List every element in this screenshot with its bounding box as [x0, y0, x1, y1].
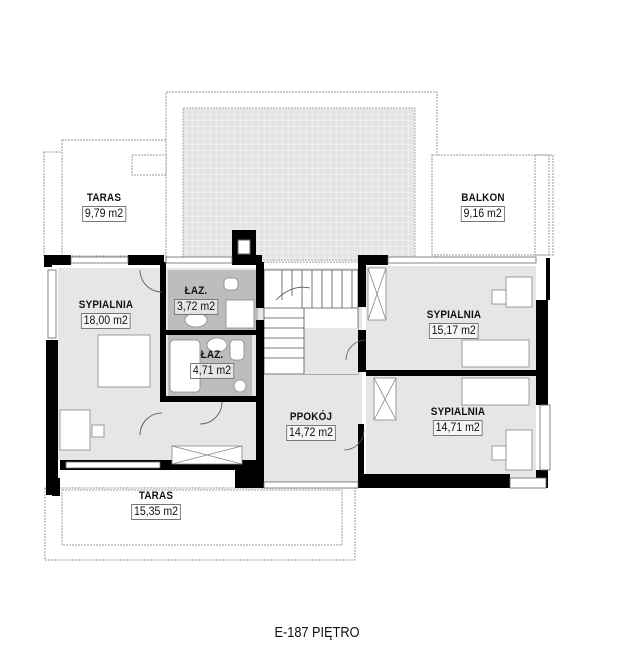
shower — [225, 299, 255, 329]
room-label-taras-nw: TARAS 9,79 m2 — [80, 192, 128, 222]
room-name: SYPIALNIA — [78, 299, 134, 311]
room-name: TARAS — [86, 192, 122, 204]
sink-2 — [206, 337, 228, 353]
room-area: 14,71 m2 — [433, 420, 483, 436]
door-bath-2 — [199, 401, 223, 425]
double-bed — [97, 334, 151, 388]
single-bed-1 — [461, 339, 530, 368]
room-label-sypialnia-2: SYPIALNIA 15,17 m2 — [424, 309, 484, 339]
roof-area — [165, 91, 438, 263]
room-name: ŁAZ. — [200, 349, 224, 361]
room-label-sypialnia-3: SYPIALNIA 14,71 m2 — [428, 406, 488, 436]
chair-2 — [491, 289, 507, 305]
room-name: SYPIALNIA — [430, 406, 486, 418]
room-label-lazienka-2: ŁAZ. 4,71 m2 — [188, 349, 236, 379]
chair-1 — [91, 424, 105, 438]
room-name: TARAS — [138, 490, 174, 502]
room-name: BALKON — [461, 192, 505, 204]
room-area: 4,71 m2 — [190, 363, 234, 379]
room-area: 3,72 m2 — [174, 299, 218, 315]
room-name: ŁAZ. — [184, 285, 208, 297]
toilet-2 — [229, 339, 245, 361]
room-area: 15,17 m2 — [429, 323, 479, 339]
terrace-nw-outline — [43, 139, 167, 257]
room-area: 14,72 m2 — [286, 425, 336, 441]
chimney — [237, 239, 251, 255]
windows — [47, 256, 551, 489]
furniture — [59, 267, 533, 471]
room-label-ppokoj: PPOKÓJ 14,72 m2 — [284, 411, 338, 441]
room-label-balkon: BALKON 9,16 m2 — [459, 192, 507, 222]
room-area: 9,16 m2 — [461, 206, 505, 222]
room-area: 9,79 m2 — [82, 206, 126, 222]
room-label-sypialnia-1: SYPIALNIA 18,00 m2 — [76, 299, 136, 329]
desk-3 — [505, 429, 533, 471]
terrace-south-outline — [44, 487, 356, 561]
chair-3 — [491, 445, 507, 461]
desk-2 — [505, 276, 533, 308]
room-name: PPOKÓJ — [289, 411, 333, 423]
plan-caption: E-187 PIĘTRO — [274, 624, 360, 641]
room-area: 15,35 m2 — [131, 504, 181, 520]
walls[interactable] — [44, 230, 550, 496]
single-bed-2 — [461, 377, 530, 406]
room-area: 18,00 m2 — [81, 313, 131, 329]
washer — [233, 379, 247, 393]
door-bedroom-3 — [343, 429, 365, 451]
door-bedroom-1 — [139, 269, 163, 293]
door-bedroom-1b — [139, 412, 163, 436]
staircase — [263, 269, 359, 375]
balcony-outline — [431, 154, 554, 256]
room-label-lazienka-1: ŁAZ. 3,72 m2 — [172, 285, 220, 315]
door-bedroom-2 — [345, 339, 367, 361]
room-name: SYPIALNIA — [426, 309, 482, 321]
sink-1 — [184, 312, 208, 328]
room-label-taras-s: TARAS 15,35 m2 — [129, 490, 183, 520]
toilet-1 — [223, 277, 239, 291]
desk-1 — [59, 409, 91, 451]
doors[interactable] — [139, 269, 367, 451]
